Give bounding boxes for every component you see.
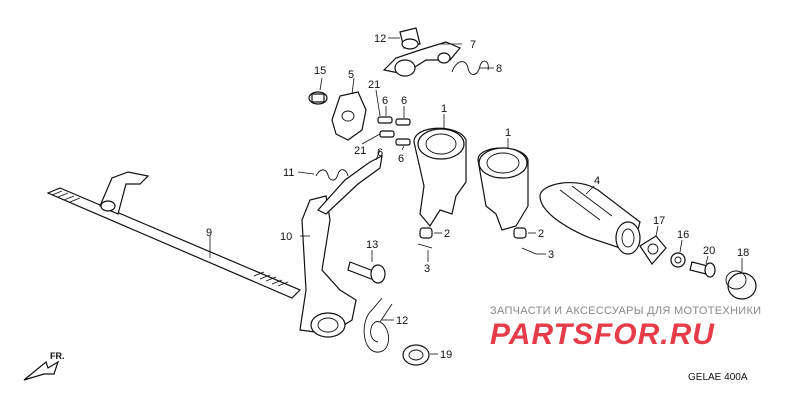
callout-7: 7 (470, 39, 476, 51)
part-17-plate (639, 235, 667, 265)
part-12-return-spring-lower (363, 297, 393, 353)
callout-10: 10 (280, 231, 292, 243)
callout-9: 9 (206, 227, 212, 239)
callout-13: 13 (366, 239, 378, 251)
part-7-stopper-arm (382, 41, 461, 77)
callout-1-a: 1 (441, 103, 447, 115)
front-direction-arrow (23, 360, 60, 381)
part-10-gearshift-arm (299, 154, 383, 338)
drawing-code: GELAE 400A (688, 372, 748, 383)
part-18-cap (725, 270, 757, 300)
part-8-stopper-spring (451, 60, 489, 75)
callout-21-upper: 21 (368, 79, 380, 91)
part-11-spring (315, 169, 349, 181)
callout-2-a: 2 (444, 228, 450, 240)
part-20-bolt (689, 261, 716, 278)
part-6-pins (377, 116, 411, 146)
part-5-drum-center (331, 91, 367, 141)
callout-11: 11 (283, 167, 294, 179)
callout-18: 18 (737, 247, 749, 259)
callout-15: 15 (314, 65, 326, 77)
part-15-bolt (308, 91, 328, 105)
callout-17: 17 (653, 215, 665, 227)
part-19-oil-seal (402, 344, 430, 366)
callout-2-b: 2 (538, 228, 544, 240)
front-direction-label: FR. (50, 351, 65, 361)
callout-21-lower: 21 (354, 145, 366, 157)
callout-3-a: 3 (424, 263, 430, 275)
watermark-logo: PARTSFOR.RU (490, 318, 715, 351)
part-4-shift-drum (539, 182, 641, 255)
watermark-tagline: ЗАПЧАСТИ И АКСЕССУАРЫ ДЛЯ МОТОТЕХНИКИ (490, 305, 762, 317)
callout-6-d: 6 (377, 147, 383, 159)
callout-19: 19 (440, 349, 452, 361)
callout-6-c: 6 (398, 153, 404, 165)
callout-20: 20 (703, 245, 715, 257)
callout-8: 8 (496, 63, 502, 75)
part-16-washer (670, 252, 686, 268)
callout-labels: 12 7 8 15 5 21 6 6 6 21 1 1 11 6 4 9 10 … (206, 33, 749, 361)
callout-6-a: 6 (382, 95, 388, 107)
part-1-shift-fork-a (413, 127, 467, 228)
callout-12-upper: 12 (374, 33, 386, 45)
callout-5: 5 (348, 69, 354, 81)
callout-6-b: 6 (401, 95, 407, 107)
leader-lines (209, 37, 743, 355)
callout-3-b: 3 (548, 249, 554, 261)
part-1-shift-fork-b (477, 147, 529, 231)
callout-4: 4 (594, 175, 600, 187)
part-13-bolt (347, 261, 386, 284)
callout-16: 16 (677, 229, 689, 241)
part-2-3-pins-clips (417, 227, 537, 255)
callout-12-lower: 12 (396, 315, 408, 327)
part-9-gearshift-spindle (46, 171, 302, 299)
callout-1-b: 1 (505, 127, 511, 139)
part-12-bolt-upper (399, 27, 421, 50)
